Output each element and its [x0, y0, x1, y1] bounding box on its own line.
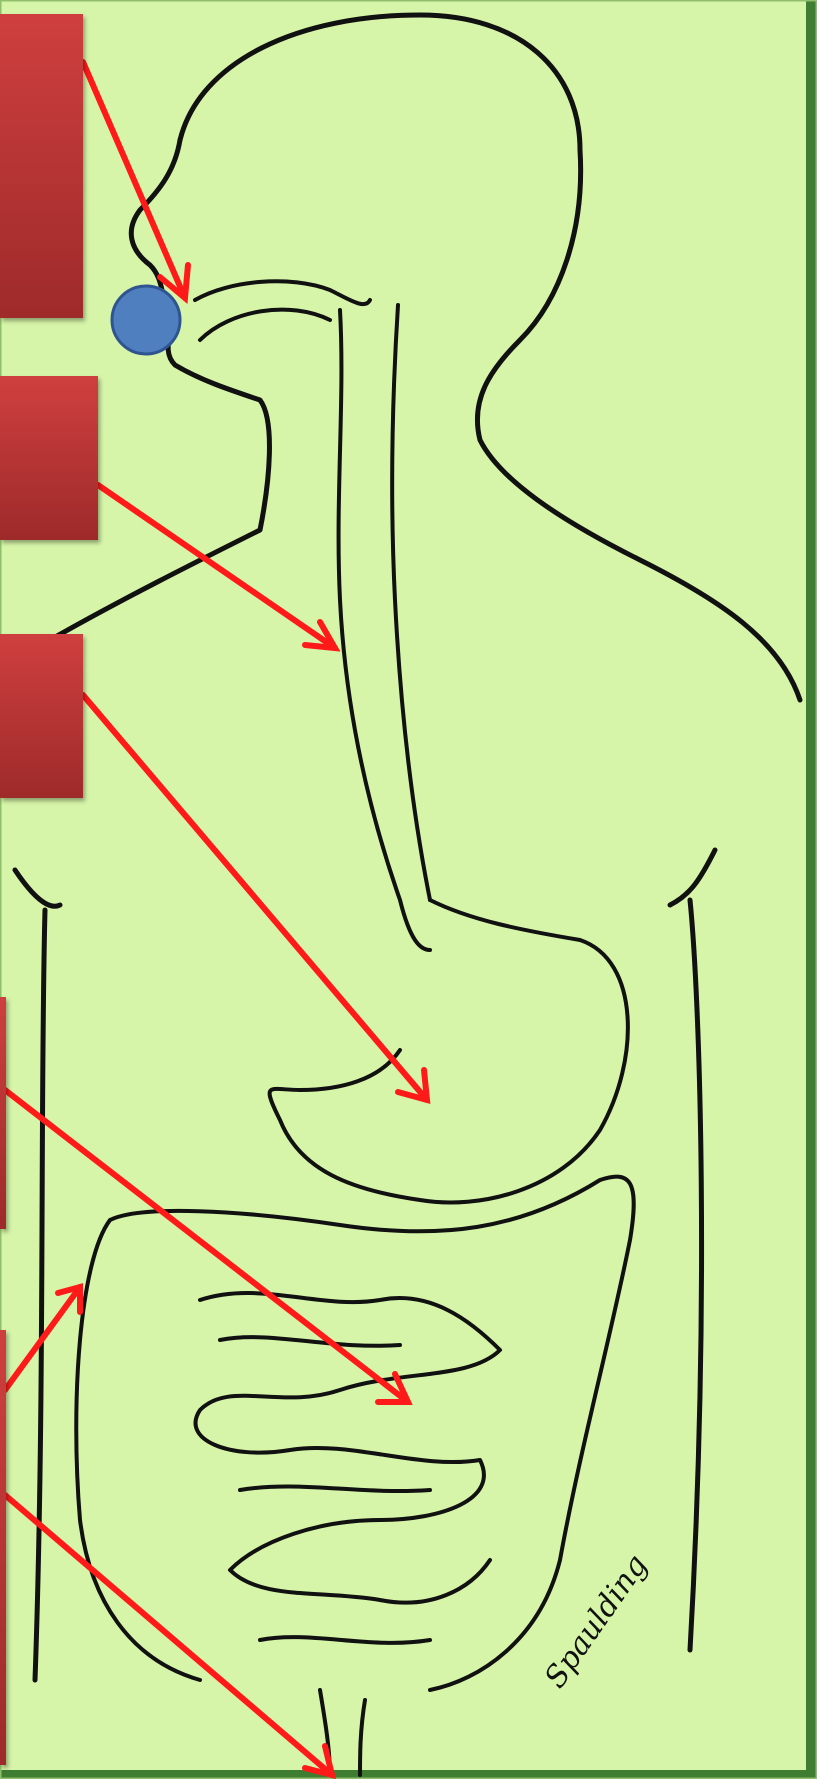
label-box-esophagus [0, 376, 98, 540]
right-border [806, 0, 817, 1779]
mouth-marker [112, 286, 180, 354]
label-box-stomach [0, 634, 83, 798]
label-box-small-intestine [0, 997, 6, 1229]
label-box-large-intestine [0, 1330, 6, 1765]
label-box-mouth [0, 14, 83, 318]
